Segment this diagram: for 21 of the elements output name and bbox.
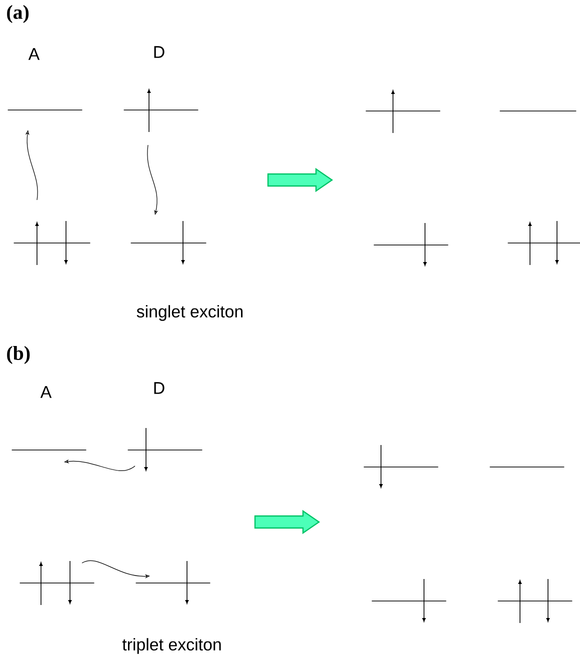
energy-level	[130, 220, 207, 264]
energy-level	[363, 444, 439, 488]
energy-level	[127, 428, 203, 471]
energy-level	[371, 578, 447, 622]
energy-level	[507, 220, 580, 266]
panel-label: (a)	[7, 4, 29, 24]
molecule-label: A	[28, 48, 40, 60]
caption-text: singlet exciton	[136, 305, 243, 321]
energy-level	[373, 222, 449, 266]
curved-arrow	[147, 144, 158, 215]
panel-label: (b)	[7, 346, 30, 364]
energy-level	[123, 89, 199, 132]
energy-level	[365, 90, 441, 134]
energy-level	[135, 560, 211, 604]
molecule-label: D	[154, 382, 164, 394]
molecule-label: D	[154, 46, 164, 58]
energy-level	[19, 560, 95, 606]
caption-text: triplet exciton	[122, 638, 221, 654]
energy-level	[497, 578, 573, 624]
molecule-label: A	[40, 386, 52, 398]
energy-level	[13, 220, 91, 266]
